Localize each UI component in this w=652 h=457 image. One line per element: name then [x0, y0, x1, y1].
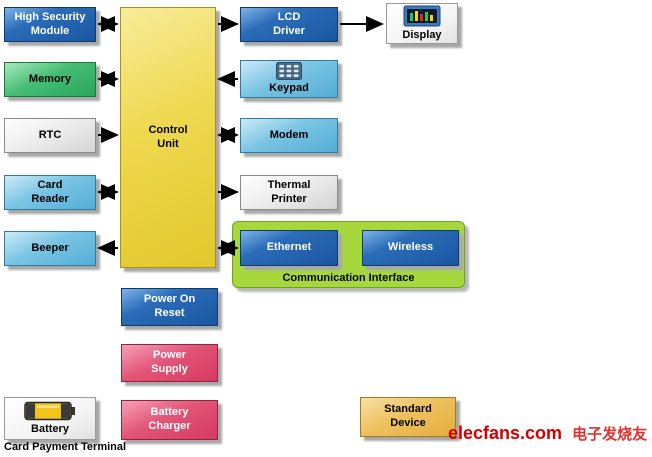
block-label: LCD Driver: [273, 10, 305, 37]
block-label: Wireless: [387, 241, 434, 254]
block-label: Modem: [269, 128, 309, 141]
block-label: Thermal Printer: [267, 178, 311, 205]
block-label: Keypad: [269, 82, 309, 95]
block-wireless: Wireless: [362, 230, 459, 266]
block-thermal-printer: Thermal Printer: [240, 175, 338, 210]
block-battery: Battery: [4, 397, 96, 440]
block-display: Display: [386, 3, 458, 44]
block-label: Display: [402, 28, 442, 41]
block-power-supply: Power Supply: [121, 344, 218, 382]
block-high-security-module: High Security Module: [4, 7, 96, 42]
block-label: Control Unit: [148, 123, 188, 150]
keypad-icon: [276, 62, 302, 81]
block-label: Battery: [31, 422, 69, 435]
display-monitor-icon: [403, 5, 441, 27]
block-beeper: Beeper: [4, 231, 96, 266]
block-label: Battery Charger: [148, 406, 191, 432]
block-label: Card Reader: [31, 178, 69, 205]
diagram-title: Card Payment Terminal: [4, 441, 127, 453]
block-label: High Security Module: [14, 10, 86, 37]
battery-icon: [24, 401, 76, 421]
block-label: RTC: [38, 128, 62, 141]
block-ethernet: Ethernet: [240, 230, 338, 266]
watermark: elecfans.com 电子发烧友: [448, 423, 647, 444]
watermark-brand: elecfans.com: [448, 423, 563, 443]
block-rtc: RTC: [4, 118, 96, 153]
block-standard-device: Standard Device: [360, 397, 456, 437]
block-control-unit: Control Unit: [120, 7, 216, 268]
block-label: Memory: [28, 72, 72, 85]
block-lcd-driver: LCD Driver: [240, 7, 338, 42]
block-label: Power Supply: [151, 349, 188, 375]
block-label: Beeper: [31, 241, 69, 254]
block-modem: Modem: [240, 118, 338, 153]
block-power-on-reset: Power On Reset: [121, 288, 218, 326]
block-memory: Memory: [4, 62, 96, 97]
communication-interface-label: Communication Interface: [282, 272, 415, 284]
block-label: Ethernet: [266, 241, 312, 254]
block-battery-charger: Battery Charger: [121, 400, 218, 440]
block-card-reader: Card Reader: [4, 175, 96, 210]
watermark-chinese: 电子发烧友: [572, 425, 648, 443]
block-label: Power On Reset: [143, 293, 196, 319]
block-label: Standard Device: [384, 403, 432, 429]
block-keypad: Keypad: [240, 60, 338, 98]
